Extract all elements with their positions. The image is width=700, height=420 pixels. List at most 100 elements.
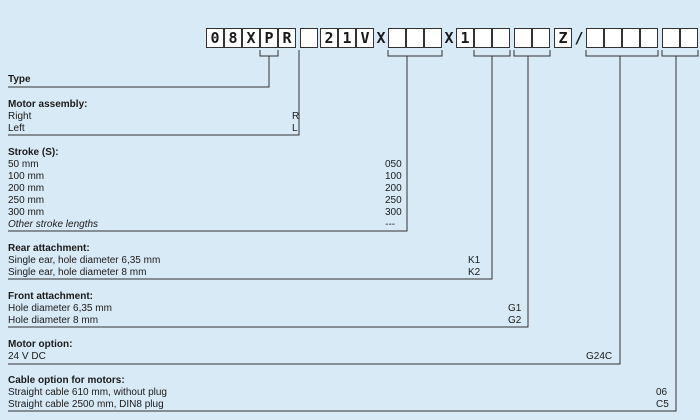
option-label: Single ear, hole diameter 6,35 mm bbox=[8, 255, 161, 266]
rear-line bbox=[8, 56, 493, 280]
code-char-9: X bbox=[376, 29, 386, 47]
section-front-attachment: Front attachment: Hole diameter 6,35 mm … bbox=[8, 291, 688, 327]
type-bracket bbox=[259, 50, 279, 57]
code-char-17 bbox=[514, 28, 532, 48]
section-rear-attachment: Rear attachment: Single ear, hole diamet… bbox=[8, 243, 688, 279]
option-code: 06 bbox=[656, 387, 668, 398]
option-code: G24C bbox=[586, 351, 613, 362]
option-row: 250 mm 250 bbox=[8, 195, 688, 207]
option-code: K1 bbox=[468, 255, 481, 266]
option-label: Other stroke lengths bbox=[8, 219, 99, 230]
code-char-18 bbox=[532, 28, 550, 48]
option-row: Hole diameter 8 mm G2 bbox=[8, 315, 688, 327]
section-stroke: Stroke (S): 50 mm 050 100 mm 100 200 mm … bbox=[8, 147, 688, 231]
code-char-11 bbox=[406, 28, 424, 48]
option-row: Single ear, hole diameter 6,35 mm K1 bbox=[8, 255, 688, 267]
motor-option-bracket bbox=[585, 50, 659, 57]
motor-assembly-line bbox=[8, 50, 300, 136]
section-header: Front attachment: bbox=[8, 291, 93, 302]
code-char-4: R bbox=[278, 28, 296, 48]
section-motor-option: Motor option: 24 V DC G24C bbox=[8, 339, 688, 363]
option-label: Straight cable 2500 mm, DIN8 plug bbox=[8, 399, 164, 410]
option-label: Hole diameter 6,35 mm bbox=[8, 303, 112, 314]
option-code: L bbox=[292, 123, 298, 134]
option-label: 24 V DC bbox=[8, 351, 46, 362]
cable-line bbox=[8, 56, 677, 412]
code-char-12 bbox=[424, 28, 442, 48]
option-code: R bbox=[292, 111, 300, 122]
code-char-13: X bbox=[444, 29, 454, 47]
type-line bbox=[8, 56, 270, 88]
option-code: 300 bbox=[385, 207, 402, 218]
option-code: 100 bbox=[385, 171, 402, 182]
option-row: 50 mm 050 bbox=[8, 159, 688, 171]
code-char-16 bbox=[492, 28, 510, 48]
option-row: 100 mm 100 bbox=[8, 171, 688, 183]
option-row: Right R bbox=[8, 111, 688, 123]
option-code: --- bbox=[385, 219, 395, 230]
code-char-23 bbox=[622, 28, 640, 48]
code-char-1: 8 bbox=[224, 28, 242, 48]
option-label: Straight cable 610 mm, without plug bbox=[8, 387, 167, 398]
code-char-7: 1 bbox=[338, 28, 356, 48]
option-label: 250 mm bbox=[8, 195, 45, 206]
stroke-line bbox=[8, 56, 408, 232]
code-char-25 bbox=[662, 28, 680, 48]
code-char-6: 2 bbox=[320, 28, 338, 48]
option-code: C5 bbox=[656, 399, 669, 410]
option-row: Hole diameter 6,35 mm G1 bbox=[8, 303, 688, 315]
section-header: Motor option: bbox=[8, 339, 73, 350]
section-header: Type bbox=[8, 74, 31, 85]
option-code: G2 bbox=[508, 315, 522, 326]
option-label: 200 mm bbox=[8, 183, 45, 194]
option-label: 300 mm bbox=[8, 207, 45, 218]
option-label: 100 mm bbox=[8, 171, 45, 182]
cable-bracket bbox=[661, 50, 699, 57]
option-row: Straight cable 610 mm, without plug 06 bbox=[8, 387, 688, 399]
front-line bbox=[8, 56, 529, 328]
code-char-8: V bbox=[356, 28, 374, 48]
code-char-2: X bbox=[242, 28, 260, 48]
section-type: Type bbox=[8, 74, 688, 86]
section-header: Motor assembly: bbox=[8, 99, 88, 110]
code-char-14: 1 bbox=[456, 28, 474, 48]
section-motor-assembly: Motor assembly: Right R Left L bbox=[8, 99, 688, 135]
option-code: K2 bbox=[468, 267, 481, 278]
option-row: 300 mm 300 bbox=[8, 207, 688, 219]
option-row: Other stroke lengths --- bbox=[8, 219, 688, 231]
code-char-15 bbox=[474, 28, 492, 48]
code-char-3: P bbox=[260, 28, 278, 48]
code-char-20: / bbox=[574, 29, 584, 47]
option-row: Single ear, hole diameter 8 mm K2 bbox=[8, 267, 688, 279]
section-header: Rear attachment: bbox=[8, 243, 90, 254]
code-char-22 bbox=[604, 28, 622, 48]
option-row: 24 V DC G24C bbox=[8, 351, 688, 363]
stroke-bracket bbox=[387, 50, 443, 57]
section-header: Stroke (S): bbox=[8, 147, 59, 158]
front-bracket bbox=[513, 50, 551, 57]
option-code: 050 bbox=[385, 159, 402, 170]
section-cable-option: Cable option for motors: Straight cable … bbox=[8, 375, 688, 411]
option-label: Single ear, hole diameter 8 mm bbox=[8, 267, 147, 278]
code-char-24 bbox=[640, 28, 658, 48]
option-label: Hole diameter 8 mm bbox=[8, 315, 99, 326]
code-char-26 bbox=[680, 28, 698, 48]
option-row: 200 mm 200 bbox=[8, 183, 688, 195]
option-code: 250 bbox=[385, 195, 402, 206]
option-label: 50 mm bbox=[8, 159, 39, 170]
option-code: 200 bbox=[385, 183, 402, 194]
code-char-19: Z bbox=[554, 28, 572, 48]
option-label: Right bbox=[8, 111, 32, 122]
code-char-0: 0 bbox=[206, 28, 224, 48]
code-char-21 bbox=[586, 28, 604, 48]
rear-bracket bbox=[473, 50, 511, 57]
code-char-5 bbox=[300, 28, 318, 48]
option-code: G1 bbox=[508, 303, 522, 314]
section-header: Cable option for motors: bbox=[8, 375, 125, 386]
motor-option-line bbox=[8, 56, 621, 365]
code-char-10 bbox=[388, 28, 406, 48]
option-row: Straight cable 2500 mm, DIN8 plug C5 bbox=[8, 399, 688, 411]
option-label: Left bbox=[8, 123, 25, 134]
option-row: Left L bbox=[8, 123, 688, 135]
